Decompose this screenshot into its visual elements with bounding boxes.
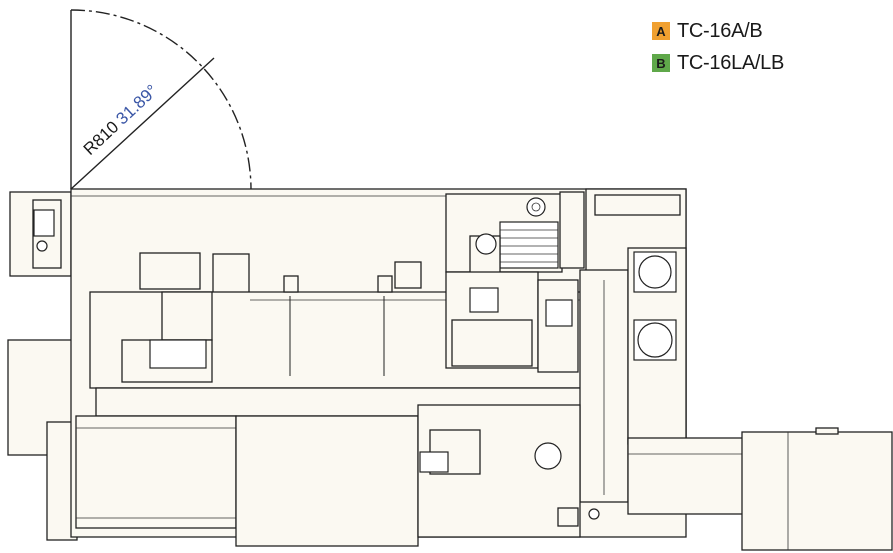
radius-dimension-label: R81031.89° xyxy=(80,81,162,159)
door-swing-arc xyxy=(70,9,252,190)
right-control-panel xyxy=(627,247,687,445)
machine-body xyxy=(70,188,687,547)
model-legend: A TC-16A/B B TC-16LA/LB xyxy=(652,19,784,83)
conveyor-extension xyxy=(627,427,893,551)
legend-badge-a: A xyxy=(652,22,670,40)
legend-item-b: B TC-16LA/LB xyxy=(652,51,784,75)
legend-item-a: A TC-16A/B xyxy=(652,19,784,43)
legend-badge-b: B xyxy=(652,54,670,72)
angle-value: 31.89° xyxy=(112,81,161,129)
legend-label-a: TC-16A/B xyxy=(677,19,763,42)
legend-label-b: TC-16LA/LB xyxy=(677,51,785,74)
left-side-units xyxy=(7,191,78,541)
spindle-head-assembly xyxy=(445,191,585,373)
radius-value: R810 xyxy=(80,117,123,159)
